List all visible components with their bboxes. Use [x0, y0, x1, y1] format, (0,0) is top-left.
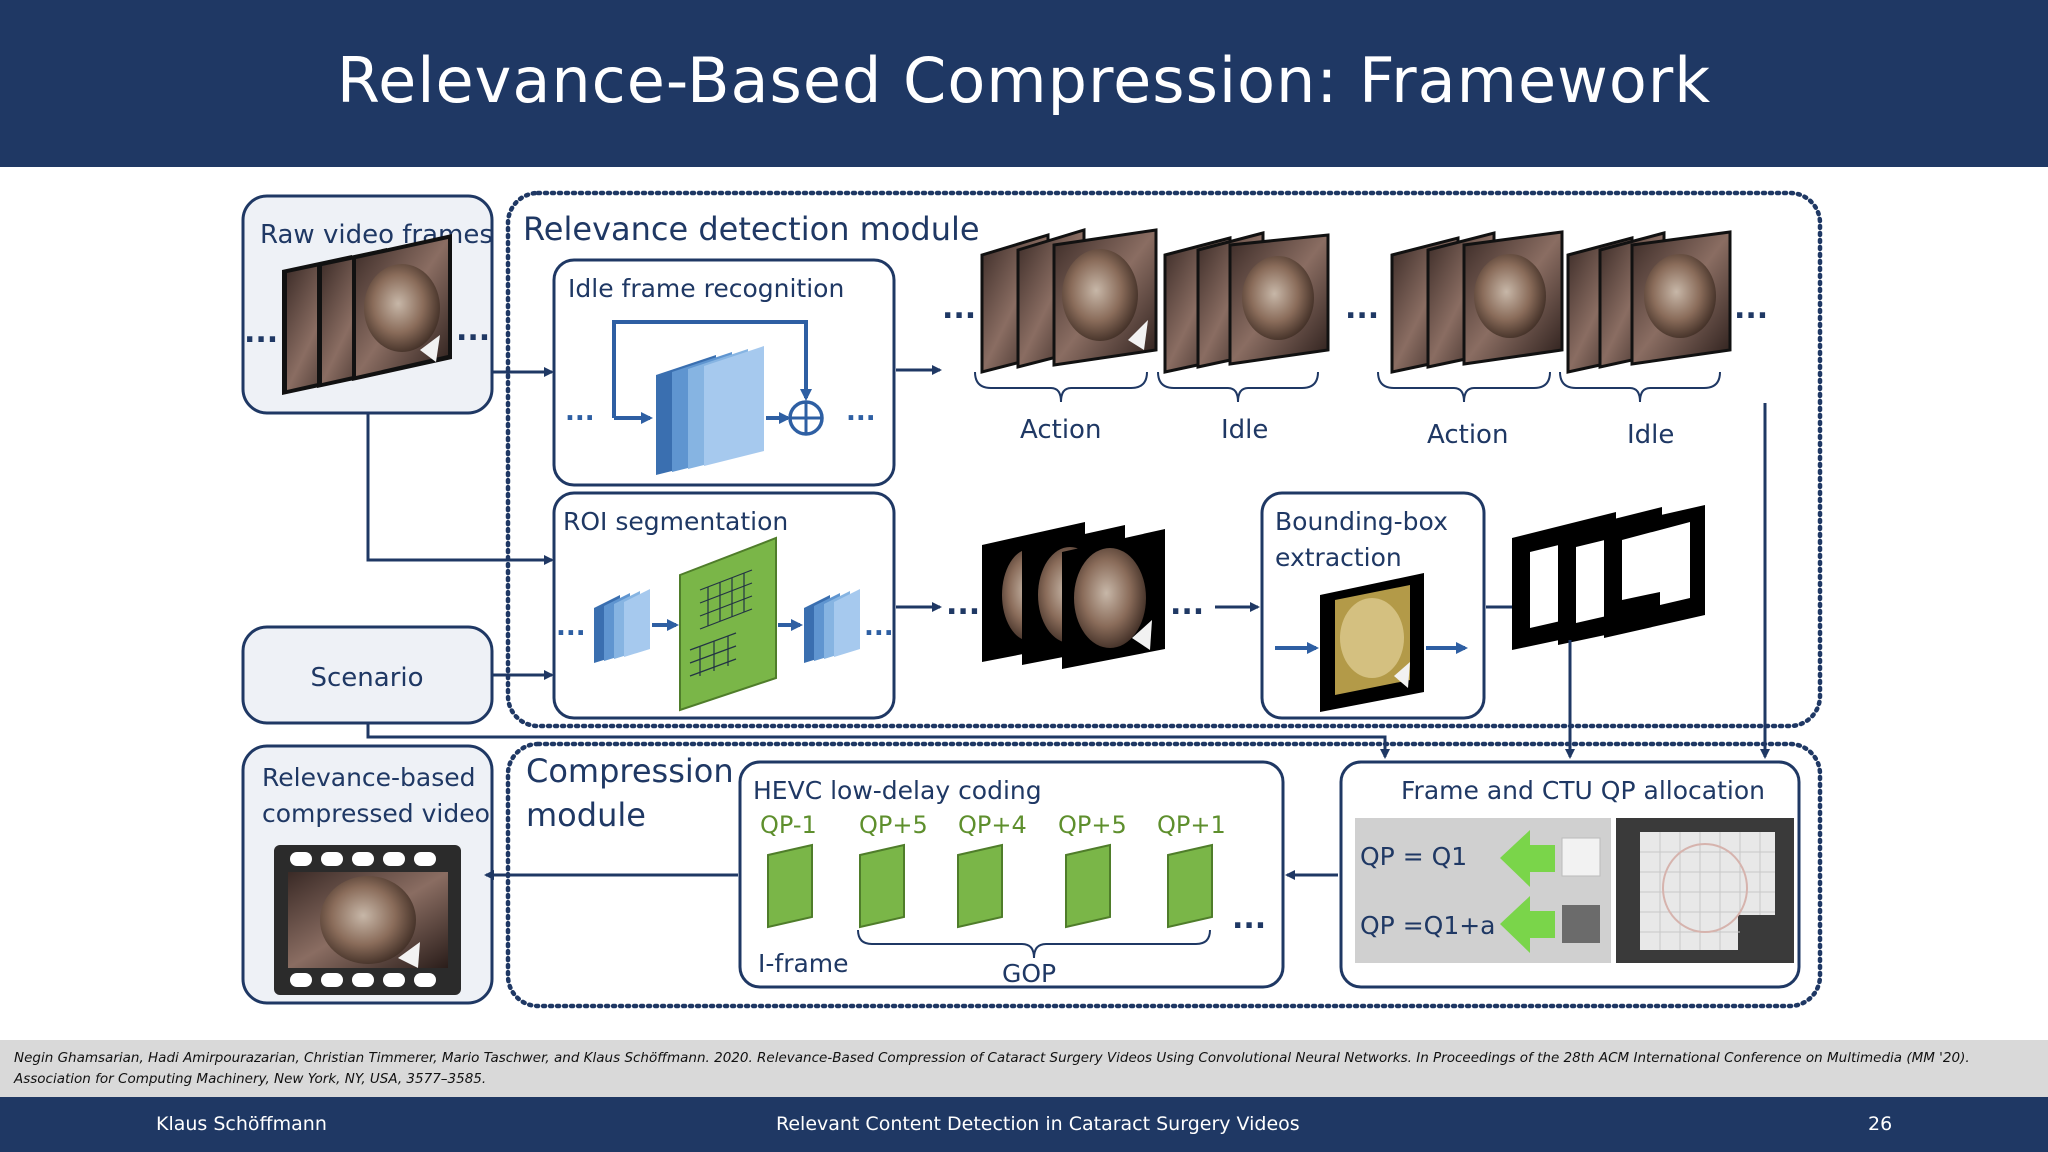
resnet-dots-left: ...: [565, 397, 595, 427]
gop-ellipsis: ...: [1232, 901, 1266, 936]
qp-swatch-light: [1561, 837, 1601, 877]
bbox-label-line1: Bounding-box: [1275, 507, 1448, 536]
scenario-to-qp-arrow: [366, 723, 1390, 759]
gop-label: GOP: [1002, 959, 1056, 988]
segment-label-action-1: Action: [1020, 415, 1101, 445]
qp-label-3: QP+5: [1058, 811, 1127, 839]
segment-label-idle-1: Idle: [1221, 415, 1268, 445]
scenario-label: Scenario: [310, 663, 423, 693]
gop-frames: QP-1 QP+5 QP+4 QP+5 QP+1: [760, 811, 1226, 929]
qp-label-4: QP+1: [1157, 811, 1226, 839]
output-label-line1: Relevance-based: [262, 763, 476, 792]
roi-ellipsis-2: ...: [1170, 587, 1204, 622]
ctu-qp-map: [1616, 818, 1794, 963]
hevc-coding-box: [738, 760, 1285, 989]
qp-arrow-icon-2: [1500, 896, 1555, 953]
raw-frames-stack: [282, 234, 452, 395]
qp-arrow-icon-1: [1500, 830, 1555, 887]
output-label-line2: compressed video: [262, 799, 490, 828]
unet-icon: ... ...: [556, 536, 894, 712]
raw-to-roi-arrow: [366, 413, 554, 565]
relevance-module-label: Relevance detection module: [523, 210, 980, 248]
footer-talk-title: Relevant Content Detection in Cataract S…: [776, 1113, 1300, 1135]
footer-page-number: 26: [1868, 1113, 1893, 1135]
citation-line-2: Association for Computing Machinery, New…: [14, 1071, 487, 1087]
unet-dots-left: ...: [556, 612, 586, 642]
frames-ellipsis-3: ...: [1734, 291, 1768, 326]
gop-brace: [857, 929, 1211, 959]
segment-braces: [974, 371, 1721, 403]
iframe-label: I-frame: [758, 949, 849, 978]
relevance-detection-module: [505, 190, 1823, 729]
footer-bar: Klaus Schöffmann Relevant Content Detect…: [0, 1097, 2048, 1152]
citation: Negin Ghamsarian, Hadi Amirpourazarian, …: [0, 1040, 2048, 1097]
idle-frames-2: [1566, 230, 1732, 374]
bbox-label-line2: extraction: [1275, 543, 1402, 572]
framework-diagram: Raw video frames ... ... Relevance detec…: [241, 190, 1823, 1009]
qp-label-1: QP+5: [859, 811, 928, 839]
raw-right-ellipsis: ...: [456, 313, 490, 348]
frames-ellipsis-1: ...: [942, 291, 976, 326]
unet-dots-right: ...: [864, 612, 894, 642]
raw-video-label: Raw video frames: [260, 220, 493, 250]
resnet-block-icon: ... ...: [565, 320, 876, 475]
slide-title: Relevance-Based Compression: Framework: [336, 44, 1712, 117]
qp-label-2: QP+4: [958, 811, 1027, 839]
compression-label-line1: Compression: [526, 752, 734, 790]
film-strip-icon: [274, 845, 461, 995]
segment-label-action-2: Action: [1427, 420, 1508, 450]
resnet-dots-right: ...: [846, 397, 876, 427]
roi-ellipsis-1: ...: [946, 587, 980, 622]
title-bar: [0, 0, 2048, 167]
citation-line-1: Negin Ghamsarian, Hadi Amirpourazarian, …: [14, 1050, 1970, 1066]
idle-frames-1: [1163, 231, 1330, 374]
qp-allocation-label: Frame and CTU QP allocation: [1401, 776, 1765, 805]
roi-segmentation-label: ROI segmentation: [563, 507, 788, 536]
qp-legend-2: QP =Q1+a: [1360, 911, 1496, 940]
hevc-label: HEVC low-delay coding: [753, 776, 1042, 805]
compression-label-line2: module: [526, 796, 646, 834]
action-frames-2: [1390, 230, 1564, 374]
footer-author: Klaus Schöffmann: [156, 1113, 327, 1135]
raw-left-ellipsis: ...: [244, 315, 278, 350]
qp-swatch-dark: [1562, 905, 1600, 943]
qp-label-0: QP-1: [760, 811, 817, 839]
mask-frames: [1512, 505, 1705, 650]
action-frames-1: [980, 227, 1158, 374]
segmented-frames: [982, 522, 1165, 669]
segment-label-idle-2: Idle: [1627, 420, 1674, 450]
frames-ellipsis-2: ...: [1345, 291, 1379, 326]
idle-recognition-label: Idle frame recognition: [568, 274, 844, 303]
qp-legend-1: QP = Q1: [1360, 842, 1467, 871]
bbox-icon: [1275, 573, 1468, 712]
